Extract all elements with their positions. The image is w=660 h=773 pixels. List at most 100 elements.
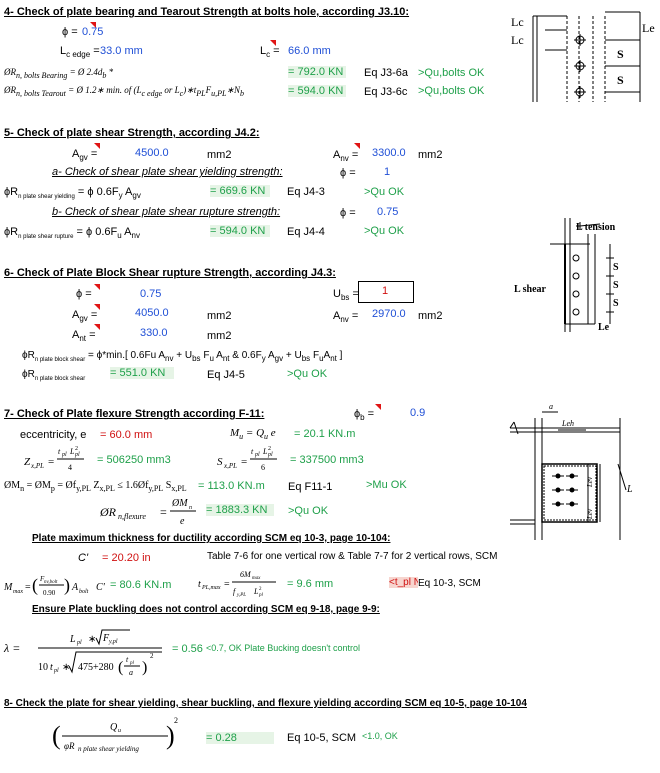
svg-text:L: L	[69, 634, 76, 645]
s4-bearing-value: = 792.0 KN	[288, 66, 346, 78]
s7-lambda-check: <0.7, OK Plate Bucking doesn't control	[206, 643, 361, 653]
fig2-lshear: L shear	[514, 284, 547, 295]
svg-text:=: =	[48, 456, 54, 468]
fig2-s2: S	[613, 280, 619, 291]
svg-text:M: M	[3, 582, 13, 593]
s5-anv-unit: mm2	[418, 149, 443, 161]
svg-text:2: 2	[75, 446, 78, 452]
svg-text:φR: φR	[64, 741, 75, 751]
svg-text:∗: ∗	[62, 662, 70, 673]
s5-rupture-formula: ϕRn plate shear rupture = ϕ 0.6Fu Anv	[4, 226, 140, 241]
svg-text:bolt: bolt	[79, 589, 89, 595]
s6-agv-label: Agv =	[72, 309, 98, 324]
s5-phi-b-label: ϕ =	[340, 207, 356, 219]
svg-text:max: max	[252, 576, 261, 581]
s6-result-value: = 551.0 KN	[110, 367, 174, 379]
block-shear-figure: L tension L shear S S S Le	[514, 218, 619, 333]
s4-lcedge-label: Lc edge =	[60, 45, 100, 60]
svg-text:F: F	[102, 633, 110, 644]
svg-text:pl: pl	[129, 661, 135, 666]
section5-heading: 5- Check of plate shear Strength, accord…	[4, 127, 260, 139]
svg-text:pl: pl	[254, 452, 260, 458]
svg-text:ØR: ØR	[99, 505, 117, 519]
svg-text:2: 2	[150, 652, 154, 660]
s5-agv-value: 4500.0	[135, 147, 169, 159]
s4-lc-label: Lc =	[260, 45, 280, 60]
svg-text:L: L	[262, 447, 268, 456]
section4-heading: 4- Check of plate bearing and Tearout St…	[4, 6, 410, 18]
svg-text:y,PL: y,PL	[236, 593, 246, 598]
s5-yield-check: >Qu OK	[364, 186, 405, 198]
svg-text:pl: pl	[61, 452, 67, 458]
svg-text:A: A	[71, 582, 79, 593]
comment-flag	[354, 143, 360, 149]
svg-text:): )	[166, 721, 175, 750]
s7-c-value: = 20.20 in	[102, 552, 151, 564]
fig1-le: Le	[642, 21, 655, 35]
s5-yield-formula: ϕRn plate shear yielding = ϕ 0.6Fy Agv	[4, 186, 141, 201]
svg-text:f: f	[233, 587, 237, 596]
fig3-a: a	[549, 402, 553, 411]
s5-yield-value: = 669.6 KN	[210, 185, 270, 197]
s6-result-label: ϕRn plate block shear	[22, 369, 86, 382]
s4-tearout-value: = 594.0 KN	[288, 85, 346, 97]
tpl-max-formula: t PL,max = 6M max f y,PL L 2 pl	[198, 570, 276, 598]
s8-eq: Eq 10-5, SCM	[287, 732, 357, 744]
svg-text:6: 6	[261, 463, 265, 472]
ubs-input-box[interactable]	[358, 281, 414, 303]
s4-phi-value: 0.75	[82, 26, 104, 38]
bolt-spacing-figure: Lc Lc Le S S	[511, 11, 655, 102]
section8-heading: 8- Check the plate for shear yielding, s…	[4, 698, 527, 709]
comment-flag	[94, 284, 100, 290]
svg-text:L: L	[69, 447, 75, 456]
s5-anv-label: Anv =	[333, 149, 359, 164]
comment-flag	[94, 143, 100, 149]
svg-text:=: =	[241, 456, 247, 468]
svg-text:t: t	[58, 447, 61, 456]
svg-text:2: 2	[174, 716, 178, 725]
svg-text:x,PL: x,PL	[223, 462, 237, 470]
svg-text:Q: Q	[110, 722, 118, 733]
s6-anv-label: Anv =	[333, 310, 359, 325]
s5-sub-b: b- Check of shear plate shear rupture st…	[52, 206, 281, 218]
mmax-formula: M max = ( F nv,bolt 0.90 ) A bolt C'	[3, 575, 106, 597]
fig2-s3: S	[613, 298, 619, 309]
s5-agv-unit: mm2	[207, 149, 232, 161]
svg-text:L: L	[253, 587, 259, 596]
svg-text:475+280: 475+280	[78, 662, 114, 673]
comment-flag	[375, 404, 381, 410]
svg-text:ØM: ØM	[171, 498, 188, 509]
comment-flag	[270, 40, 276, 46]
section7-heading: 7- Check of Plate flexure Strength accor…	[4, 408, 265, 420]
svg-text:0.90: 0.90	[43, 589, 56, 597]
s7-mn-check: >Mu OK	[366, 479, 407, 491]
s4-bearing-eq: Eq J3-6a	[364, 67, 409, 79]
s7-sx-value: = 337500 mm3	[290, 454, 364, 466]
lambda-formula: λ = L pl ∗ F y,pl 10 t pl ∗ 475+280 ( t …	[3, 629, 162, 677]
s5-yield-eq: Eq J4-3	[287, 186, 325, 198]
svg-text:Z: Z	[24, 456, 31, 468]
svg-text:): )	[142, 659, 147, 676]
s4-lc-value: 66.0 mm	[288, 45, 331, 57]
svg-text:C': C'	[96, 582, 106, 593]
svg-text:pl: pl	[53, 668, 59, 674]
s6-ant-unit: mm2	[207, 330, 232, 342]
svg-text:n,flexure: n,flexure	[118, 512, 146, 521]
s5-rupture-check: >Qu OK	[364, 225, 405, 237]
svg-text:t: t	[126, 655, 129, 664]
s6-anv-value: 2970.0	[372, 308, 406, 320]
s6-result-eq: Eq J4-5	[207, 369, 245, 381]
s8-value: = 0.28	[206, 732, 274, 744]
s6-phi-value: 0.75	[140, 288, 162, 300]
svg-text:n plate shear yielding: n plate shear yielding	[78, 745, 139, 753]
svg-text:PL,max: PL,max	[201, 585, 221, 591]
svg-text:(: (	[52, 721, 61, 750]
svg-text:t: t	[251, 447, 254, 456]
s7-table-ref: Table 7-6 for one vertical row & Table 7…	[207, 551, 498, 562]
s6-ubs-value[interactable]: 1	[382, 285, 389, 297]
fig3-lev1: Lev	[586, 476, 594, 488]
svg-text:nv,bolt: nv,bolt	[44, 580, 58, 585]
fig1-s1: S	[617, 47, 624, 61]
s7-rn-check: >Qu OK	[288, 505, 329, 517]
s7-mmax-value: = 80.6 KN.m	[110, 579, 172, 591]
